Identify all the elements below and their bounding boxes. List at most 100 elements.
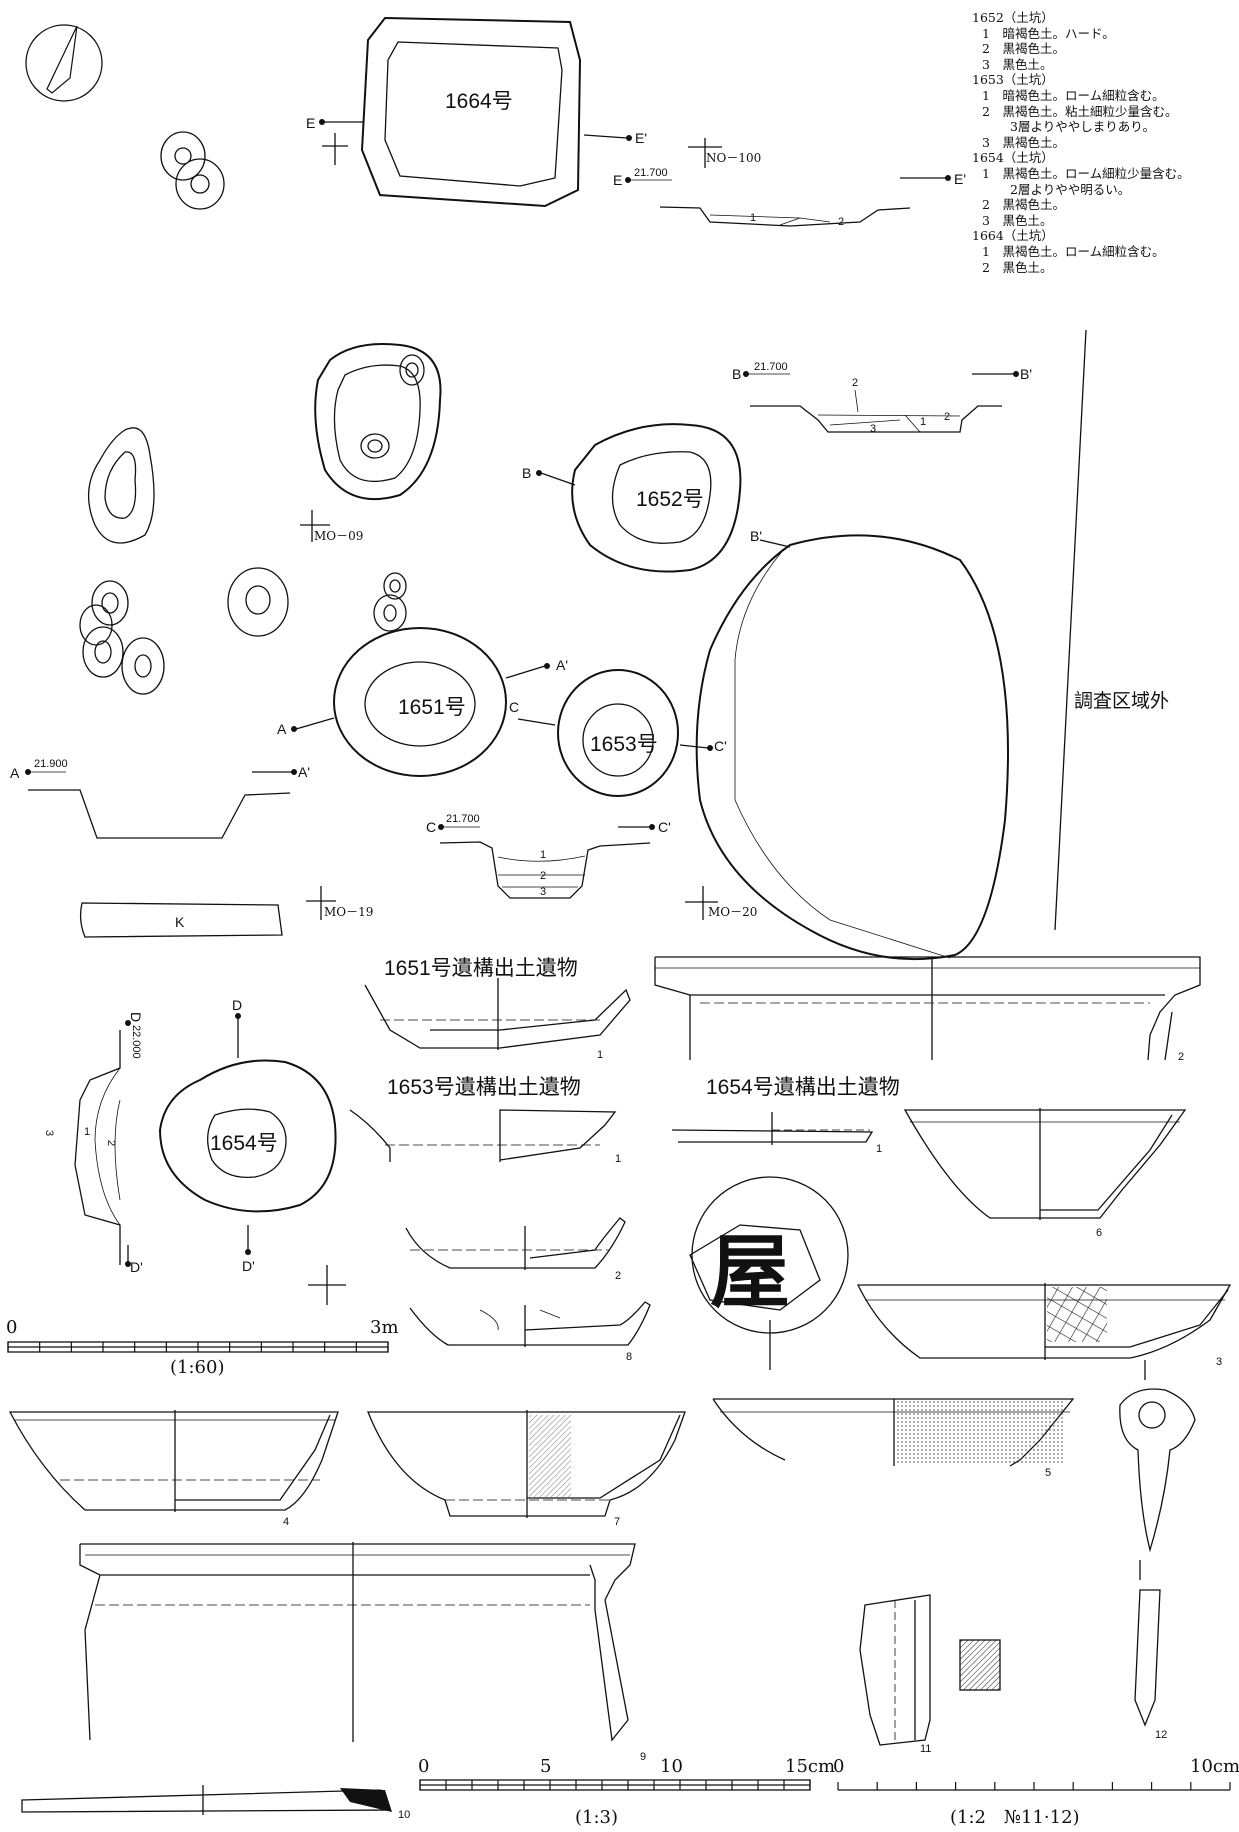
artifact-num: 3: [1216, 1356, 1222, 1368]
section-point-E: E: [613, 172, 622, 188]
scale-ratio: (1:3): [575, 1807, 618, 1828]
layer-num: 1: [84, 1126, 90, 1138]
legend-layer: 3 黒色土。: [982, 212, 1053, 228]
pit-label: 1652号: [636, 488, 704, 511]
artifact-num: 2: [1178, 1051, 1184, 1063]
scale-ratio: (1:60): [170, 1357, 224, 1378]
section-point-Cp: C': [658, 819, 671, 835]
legend-layer: 1 暗褐色土。ローム細粒含む。: [982, 87, 1165, 103]
artifact-5: 5: [712, 1398, 1075, 1479]
section-D: D 22.000 D' 3 1 2: [43, 1012, 144, 1275]
elevation: 21.700: [634, 167, 668, 179]
scale-label: 0: [833, 1756, 844, 1777]
layer-num: 2: [838, 216, 844, 228]
section-point-C: C: [426, 819, 436, 835]
small-pit: [160, 131, 225, 210]
artifact-1653-8: 8: [409, 1301, 651, 1363]
legend-layer: 1 黒褐色土。ローム細粒含む。: [982, 243, 1165, 259]
layer-num: 2: [944, 411, 950, 423]
legend-layer: 3層よりややしまりあり。: [1010, 119, 1155, 135]
artifact-11: 11: [859, 1594, 1001, 1755]
grid-point: MO－09: [300, 510, 363, 543]
artifact-1651-1: 1: [364, 978, 631, 1061]
pit-1654: 1654号 D D': [158, 997, 337, 1274]
legend-layer: 2 黒色土。: [982, 259, 1053, 275]
legend-head: 1653（土坑）: [972, 72, 1054, 88]
area-boundary: [1054, 329, 1087, 931]
artifact-num: 2: [615, 1270, 621, 1282]
legend-head: 1652（土坑）: [972, 10, 1054, 25]
scale-bar-1-2: 0 10cm (1:2 №11·12): [833, 1756, 1239, 1828]
section-point-D: D: [232, 997, 242, 1013]
grid-point: MO－20: [685, 886, 757, 920]
artifact-1651-2: 2: [654, 956, 1201, 1063]
artifact-num: 1: [597, 1049, 603, 1061]
artifact-1653-1: 1: [349, 1109, 621, 1165]
title-1653-artifacts: 1653号遺構出土遺物: [387, 1076, 581, 1099]
section-B: B 21.700 B' 2 1 2 3: [732, 361, 1032, 435]
grid-point: [308, 1265, 346, 1305]
grid-label: MO－19: [324, 905, 373, 919]
legend-head: 1654（土坑）: [972, 150, 1054, 166]
artifact-num: 5: [1045, 1467, 1051, 1479]
grid-label: MO－09: [314, 529, 363, 543]
pit-label: 1653号: [590, 733, 658, 756]
section-point-D: D: [128, 1012, 144, 1022]
artifact-num: 1: [615, 1153, 621, 1165]
pit-1652: 1652号 B B': [522, 423, 791, 573]
section-point-B: B: [732, 366, 741, 382]
pit-label: 1651号: [398, 696, 466, 719]
artifact-4: 4: [8, 1410, 339, 1528]
artifact-num: 1: [876, 1143, 882, 1155]
section-point-Bp: B': [750, 528, 762, 544]
scale-label: 0: [418, 1756, 429, 1777]
layer-num: 2: [852, 377, 858, 389]
pit-label: 1664号: [445, 90, 513, 113]
pit-1653: 1653号 C': [517, 669, 727, 797]
pit-label: 1654号: [210, 1132, 278, 1155]
pit-1664: 1664号 E E': [306, 16, 647, 208]
layer-num: 3: [870, 423, 876, 435]
artifact-num: 10: [398, 1809, 410, 1821]
artifact-num: 9: [640, 1751, 646, 1763]
scale-label: 5: [540, 1756, 551, 1777]
layer-num: 1: [920, 416, 926, 428]
layer-num: 2: [540, 870, 546, 882]
legend-layer: 2層よりやや明るい。: [1010, 181, 1131, 197]
grid-label: MO－20: [708, 905, 757, 919]
legend-layer: 3 黒色土。: [982, 56, 1053, 72]
section-E: E 21.700 E' 1 2: [613, 167, 966, 228]
layer-num: 3: [540, 886, 546, 898]
section-point-B: B: [522, 465, 531, 481]
elevation: 21.700: [446, 813, 480, 825]
artifact-10: 10: [21, 1785, 410, 1821]
scale-label: 0: [6, 1317, 17, 1338]
section-point-Dp: D': [242, 1258, 255, 1274]
section-point-Ep: E': [635, 130, 647, 146]
legend-layer: 1 黒褐色土。ローム細粒少量含む。: [982, 165, 1190, 181]
title-1654-artifacts: 1654号遺構出土遺物: [706, 1076, 900, 1099]
outside-area-label: 調査区域外: [1074, 690, 1170, 712]
legend-layer: 2 黒褐色土。粘土細粒少量含む。: [982, 103, 1178, 119]
section-point-Dp: D': [130, 1259, 143, 1275]
ink-inscription: 屋: [710, 1225, 790, 1319]
section-point-A: A: [10, 765, 20, 781]
artifact-num: 6: [1096, 1227, 1102, 1239]
scale-label: 10cm: [1190, 1756, 1239, 1777]
grid-point: MO－19: [306, 886, 373, 920]
small-pit: [87, 427, 155, 544]
scale-label: 10: [660, 1756, 683, 1777]
section-point-Ap: A': [556, 657, 568, 673]
artifact-ink-inscribed-sherd: 屋: [689, 1176, 849, 1370]
stone-K: K: [79, 902, 283, 938]
artifact-7: 7: [367, 1410, 686, 1528]
artifact-12: 12: [1119, 1360, 1196, 1741]
section-point-A: A: [277, 721, 287, 737]
scale-ratio: (1:2 №11·12): [950, 1807, 1080, 1828]
layer-num: 2: [105, 1140, 117, 1146]
large-feature: [695, 534, 1009, 961]
scale-label: 3m: [370, 1317, 399, 1338]
section-point-Bp: B': [1020, 366, 1032, 382]
artifact-9: 9: [79, 1542, 646, 1763]
